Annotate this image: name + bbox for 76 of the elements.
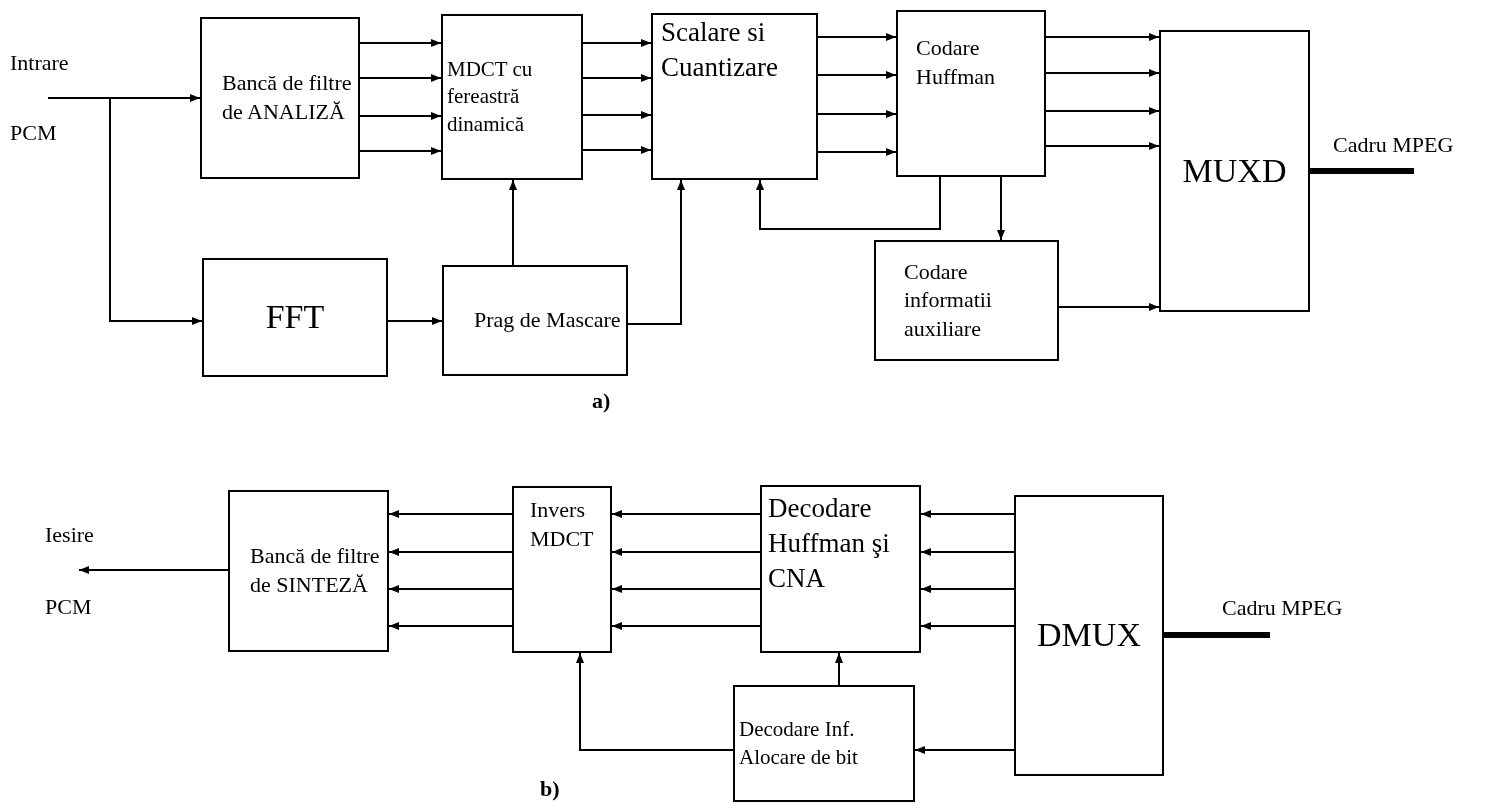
process-box [896,10,1046,177]
panel-label: b) [540,776,560,802]
arrow [359,112,442,120]
arrow [914,746,1015,754]
arrow [387,317,443,325]
arrow [388,510,513,518]
arrow [835,652,843,686]
connector-line [1164,632,1270,638]
process-box [200,17,360,179]
arrow [920,548,1015,556]
block-label: Prag de Mascare [474,306,621,335]
arrow [611,510,761,518]
output-label: PCM [45,594,92,620]
arrow [920,622,1015,630]
block-label: DMUX [1037,615,1141,656]
arrow [1058,303,1160,311]
input-label: Intrare [10,50,69,76]
arrow [817,33,897,41]
arrow [582,111,652,119]
output-label: Iesire [45,522,94,548]
process-box [512,486,612,653]
arrow [611,548,761,556]
process-box [228,490,389,652]
block-label: Codare Huffman [916,34,997,91]
arrow [627,179,685,325]
arrow [359,147,442,155]
arrow [388,585,513,593]
process-box [1159,30,1310,312]
block-label: Decodare Huffman şi CNA [768,492,891,596]
block-label: Invers MDCT [530,496,595,553]
block-label: Codare informatii auxiliare [904,257,993,343]
arrow [920,510,1015,518]
process-box [874,240,1059,361]
arrow [388,548,513,556]
arrow [582,39,652,47]
arrow [576,652,734,751]
connector-line [1310,168,1414,174]
arrow [817,110,897,118]
block-label: MDCT cu fereastră dinamică [447,56,534,138]
process-box [1014,495,1164,776]
arrow [1045,33,1160,41]
arrow [817,71,897,79]
arrow [582,74,652,82]
process-box [202,258,388,377]
arrow [1045,107,1160,115]
arrow [109,97,203,325]
arrow [611,585,761,593]
arrow [1045,69,1160,77]
arrow [997,176,1005,241]
block-label: Decodare Inf. Alocare de bit [739,716,859,771]
block-label: Bancă de filtre de SINTEZĂ [250,542,381,599]
arrow [509,179,517,266]
arrow [817,148,897,156]
input-label: PCM [10,120,57,146]
arrow [756,176,941,230]
arrow [611,622,761,630]
block-label: MUXD [1182,150,1287,191]
process-box [733,685,915,802]
input-label: Cadru MPEG [1222,595,1343,621]
process-box [651,13,818,180]
process-box [442,265,628,376]
arrow [78,566,229,574]
panel-label: a) [592,388,611,414]
process-box [760,485,921,653]
arrow [359,39,442,47]
arrow [582,146,652,154]
arrow [47,94,201,102]
block-label: Scalare si Cuantizare [661,16,779,85]
arrow [920,585,1015,593]
block-label: FFT [265,297,325,338]
output-label: Cadru MPEG [1333,132,1454,158]
arrow [359,74,442,82]
process-box [441,14,583,180]
block-label: Bancă de filtre de ANALIZĂ [222,69,353,126]
arrow [1045,142,1160,150]
arrow [388,622,513,630]
